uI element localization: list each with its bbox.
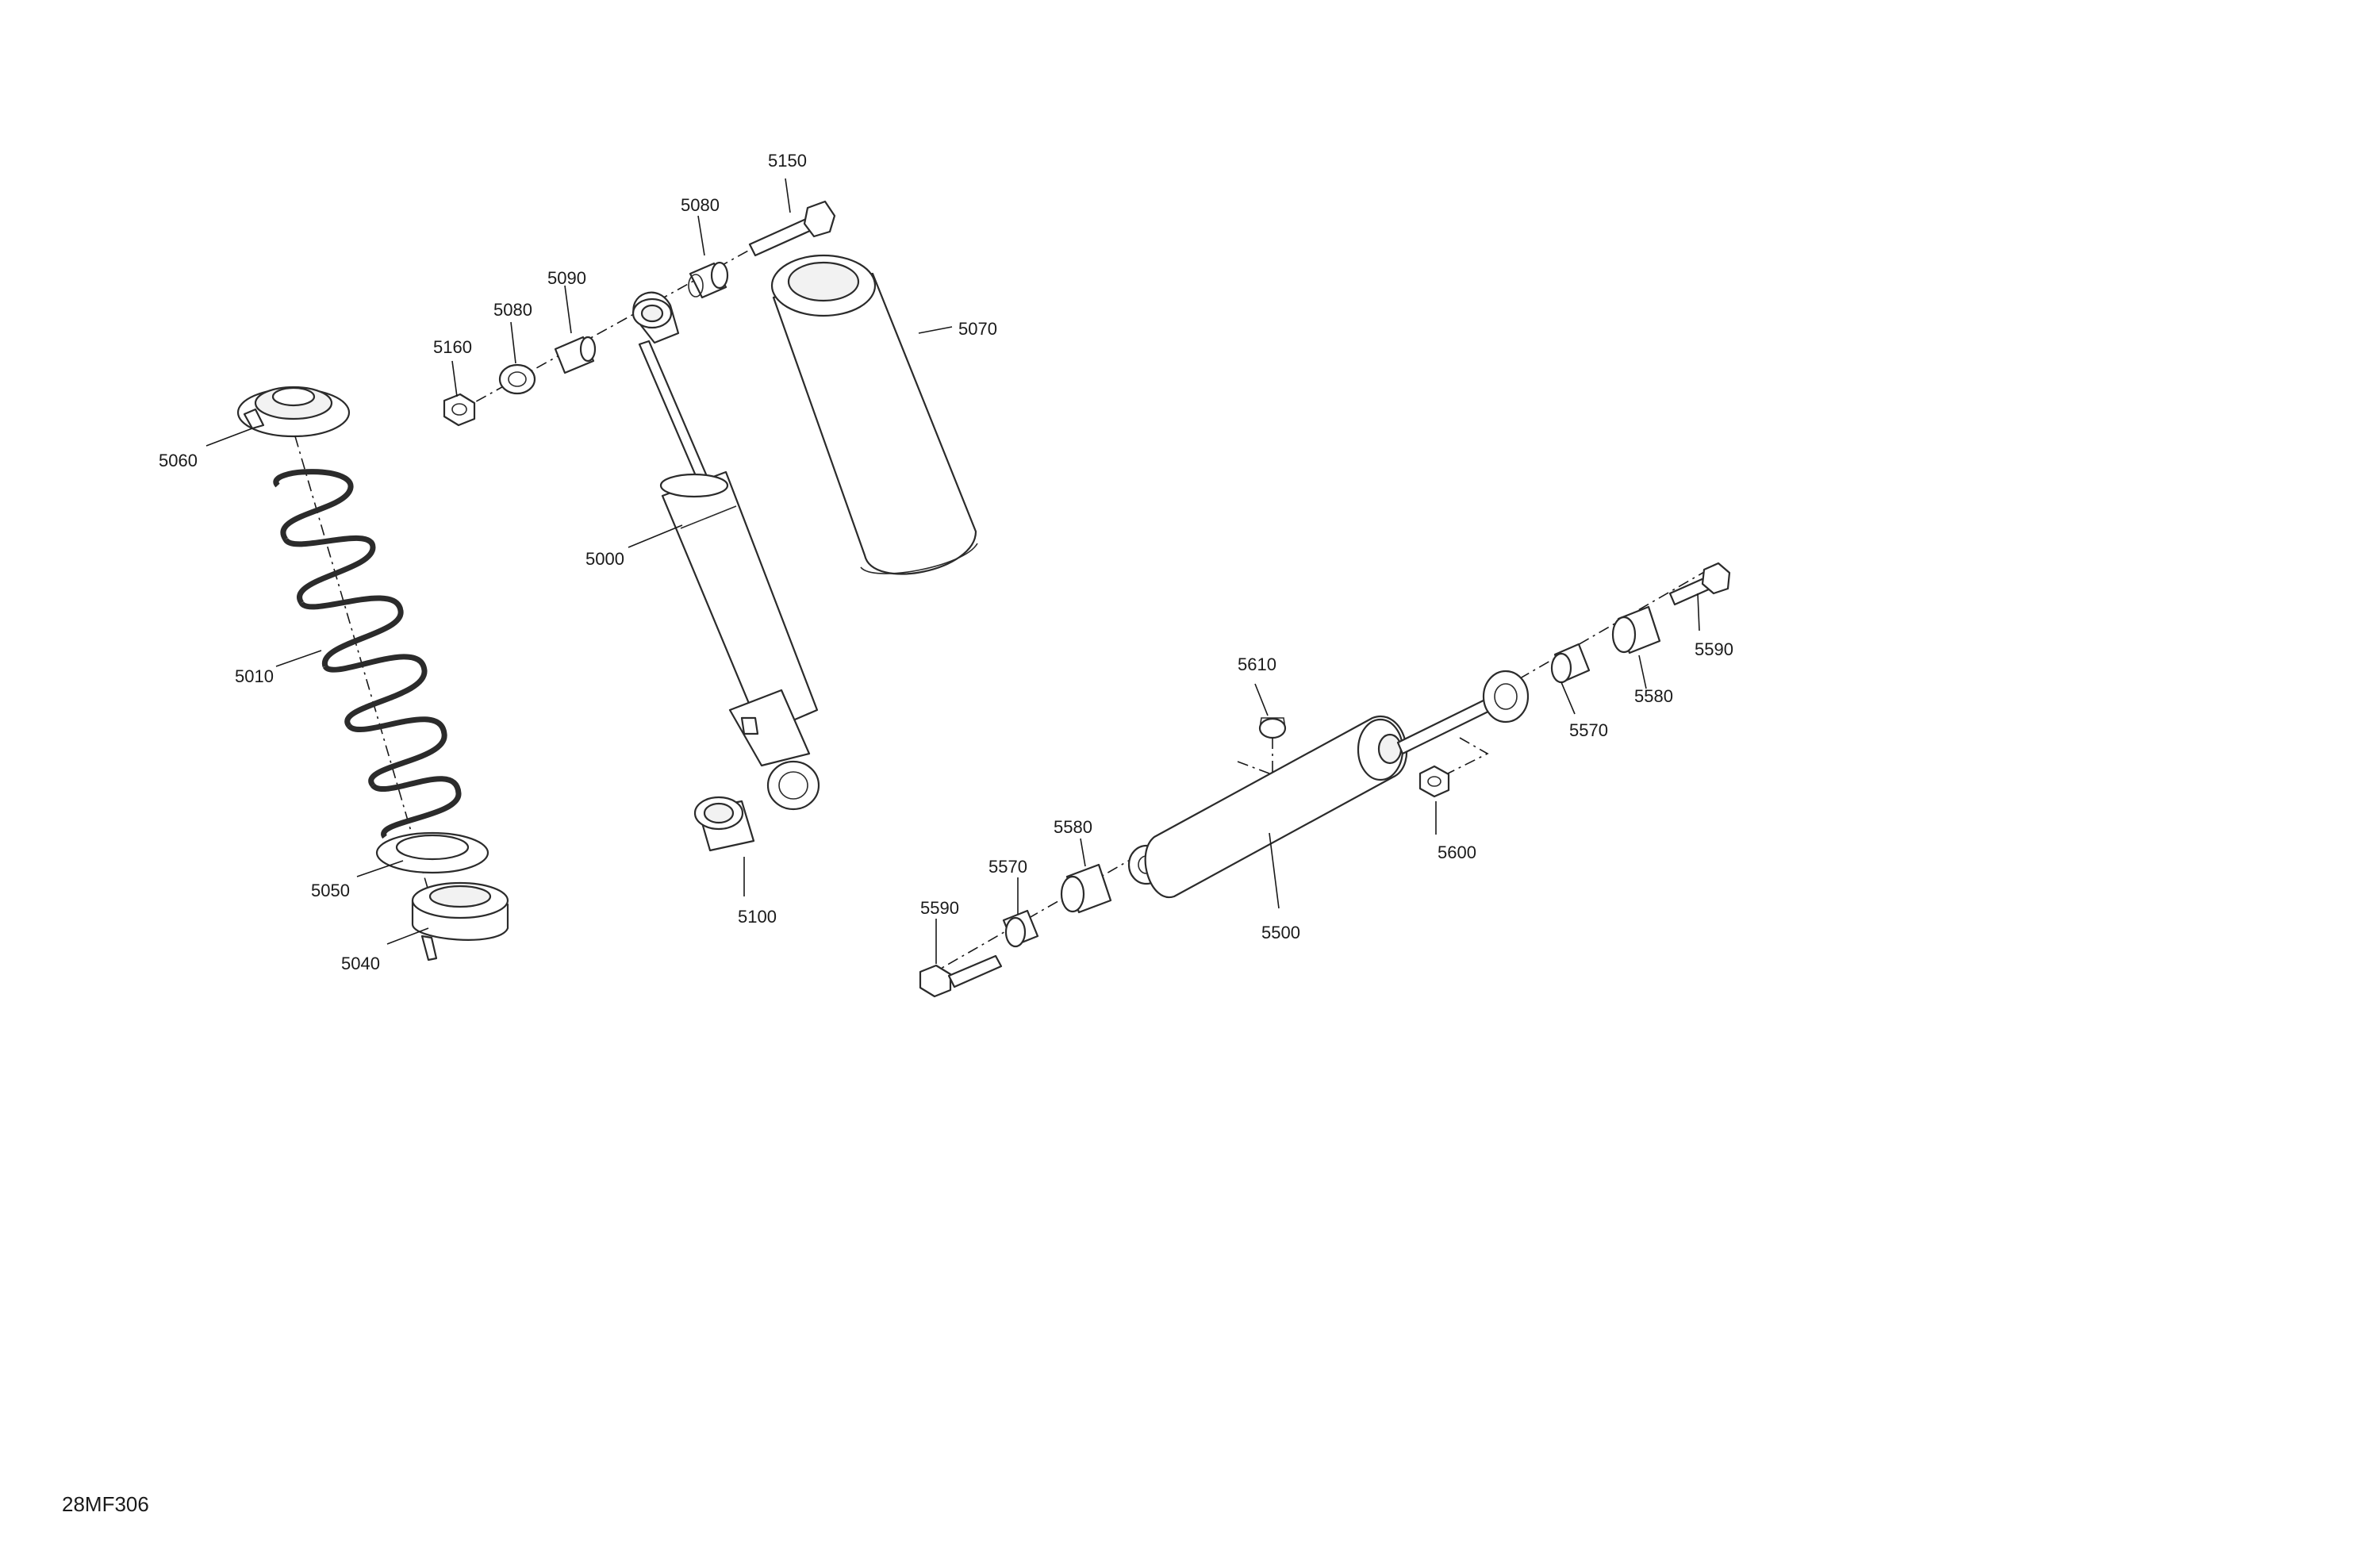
damper-bolt-right — [1668, 562, 1731, 606]
callout-5610: 5610 — [1238, 654, 1276, 674]
flange-nut — [443, 393, 476, 427]
leader-lines — [205, 178, 1700, 964]
callout-5070: 5070 — [958, 319, 997, 339]
lower-spring-seat — [411, 881, 509, 961]
callout-5010: 5010 — [235, 666, 274, 686]
callout-5590-right: 5590 — [1695, 639, 1733, 659]
callout-5040: 5040 — [341, 954, 380, 973]
drawing-id: 28MF306 — [62, 1492, 149, 1516]
callout-5580-left: 5580 — [1054, 817, 1092, 837]
shock-absorber — [631, 291, 819, 767]
lower-eye-bushing — [766, 760, 820, 811]
damper-bolt-left — [919, 954, 1003, 998]
damper-mount-axis — [1237, 738, 1273, 774]
spring-adapter — [375, 831, 489, 874]
damper-lower-axis — [927, 852, 1143, 977]
callout-5050: 5050 — [311, 881, 350, 900]
callout-5500: 5500 — [1261, 923, 1300, 942]
callout-5570-right: 5570 — [1569, 720, 1608, 740]
sleeve-right — [1611, 605, 1661, 654]
reservoir-cover — [770, 254, 978, 575]
callout-5080-upper: 5080 — [681, 195, 720, 215]
sleeve-left — [1060, 863, 1112, 914]
spacer-left — [1002, 909, 1039, 948]
lower-bushing — [693, 796, 755, 852]
bushing-upper-right — [688, 261, 729, 299]
bushing-upper-left — [498, 363, 536, 395]
callout-5080-lower: 5080 — [493, 300, 532, 320]
callout-5590-left: 5590 — [920, 898, 959, 918]
upper-spacer — [554, 336, 597, 374]
spacer-right — [1550, 643, 1591, 684]
spring-axis — [294, 436, 436, 913]
upper-spring-seat — [236, 386, 351, 438]
callout-5580-right: 5580 — [1634, 686, 1673, 706]
callout-5060: 5060 — [159, 451, 198, 470]
nut-axis — [1447, 737, 1489, 774]
callout-5150: 5150 — [768, 151, 807, 171]
coil-spring — [273, 469, 462, 839]
damper-mount-cap — [1258, 717, 1287, 739]
upper-mount-bolt — [748, 200, 836, 257]
callout-5000: 5000 — [585, 549, 624, 569]
callout-5090: 5090 — [547, 268, 586, 288]
damper-upper-axis — [1499, 570, 1706, 691]
damper-nut — [1418, 765, 1450, 798]
callout-5160: 5160 — [433, 337, 472, 357]
callout-5570-left: 5570 — [988, 857, 1027, 877]
steering-damper — [1127, 670, 1530, 899]
callout-5600: 5600 — [1438, 843, 1476, 862]
callout-5100: 5100 — [738, 907, 777, 927]
